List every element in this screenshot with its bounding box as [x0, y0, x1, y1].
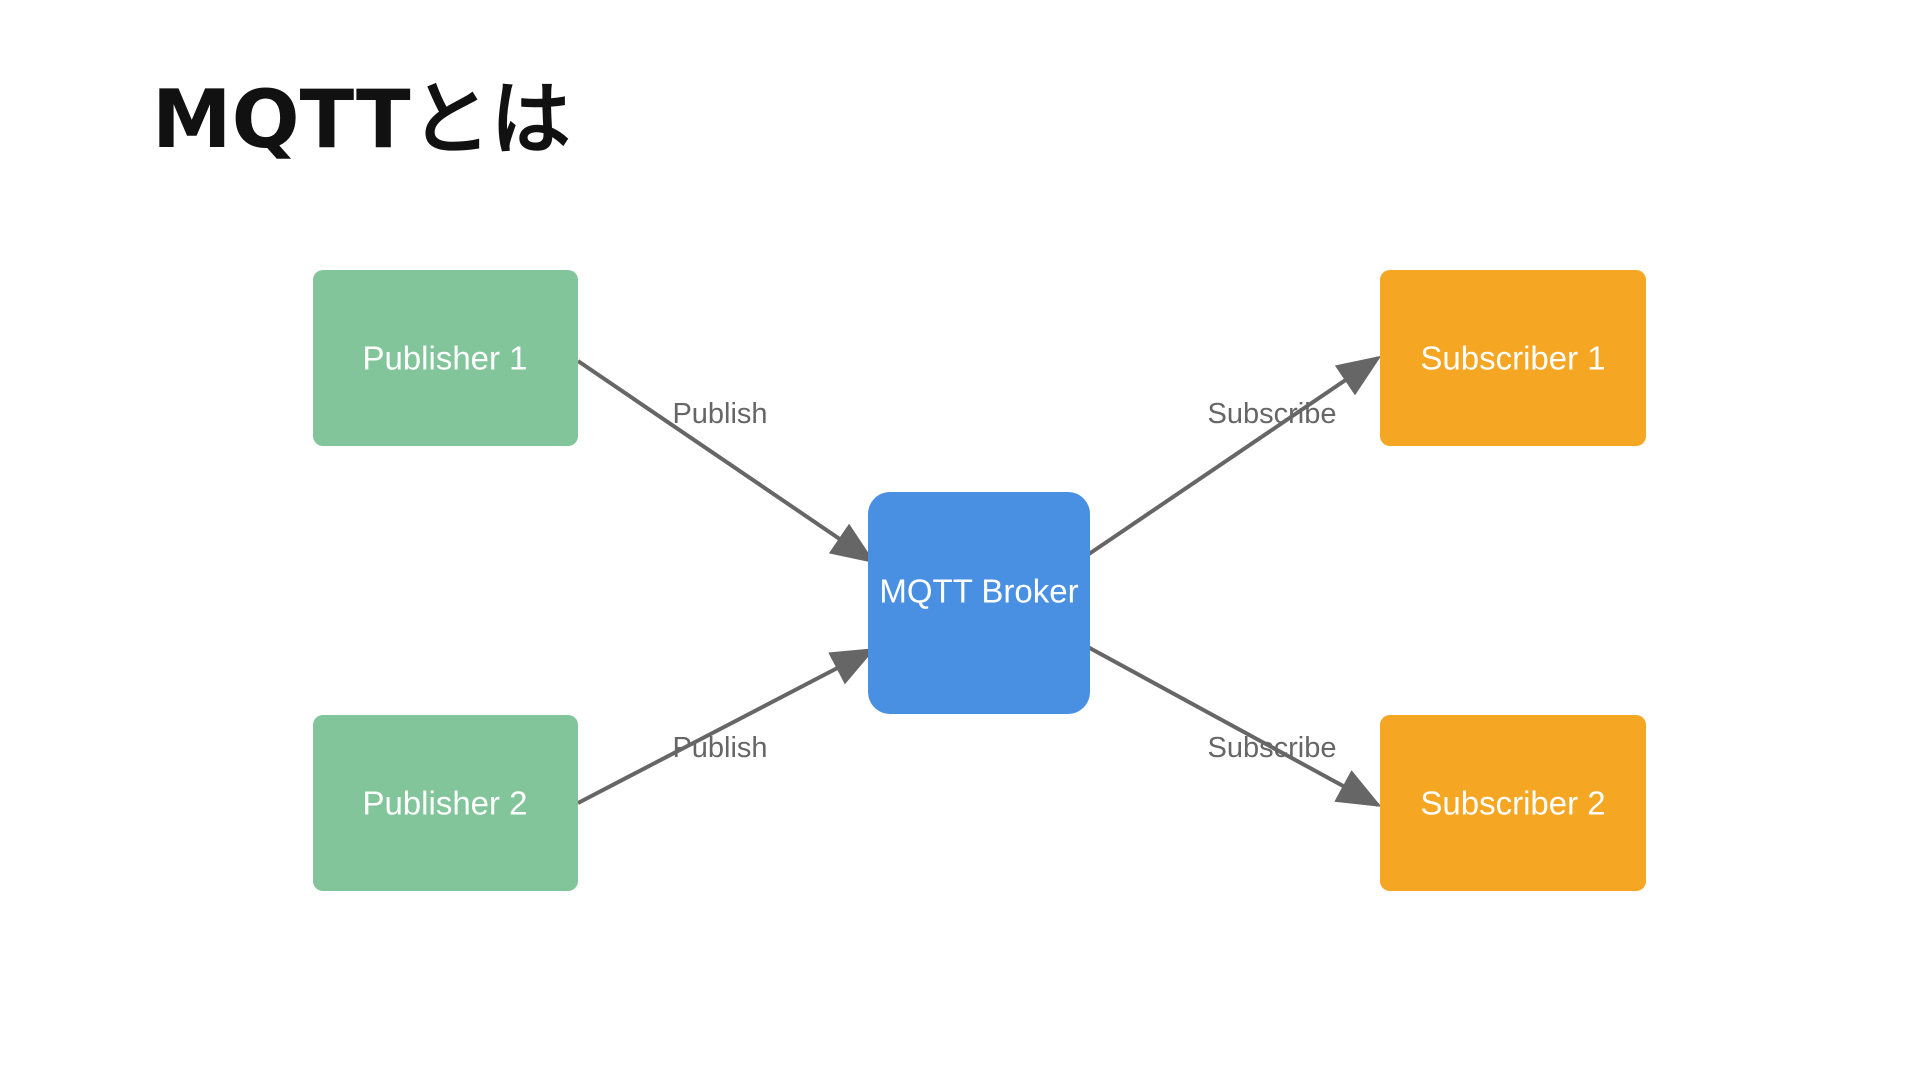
- edge-label-subscribe-1: Subscribe: [1208, 398, 1337, 430]
- node-publisher1: Publisher 1: [313, 270, 578, 446]
- subscriber2-label: Subscriber 2: [1420, 785, 1605, 822]
- slide-title: MQTTとは: [152, 73, 571, 166]
- edge-label-publish-1: Publish: [672, 398, 767, 430]
- publisher1-label: Publisher 1: [362, 340, 527, 377]
- node-subscriber1: Subscriber 1: [1380, 270, 1646, 446]
- edge-label-publish-2: Publish: [672, 732, 767, 764]
- publisher2-label: Publisher 2: [362, 785, 527, 822]
- broker-label: MQTT Broker: [879, 573, 1078, 610]
- edge-labels: Publish Publish Subscribe Subscribe: [672, 398, 1336, 764]
- subscriber2-box: [1380, 715, 1646, 891]
- edge-broker-subscriber1: [1084, 355, 1382, 558]
- edges: [576, 355, 1382, 807]
- publisher2-box: [313, 715, 578, 891]
- publisher1-box: [313, 270, 578, 446]
- subscriber1-label: Subscriber 1: [1420, 340, 1605, 377]
- node-subscriber2: Subscriber 2: [1380, 715, 1646, 891]
- edge-broker-subscriber2: [1085, 644, 1382, 807]
- edge-publisher1-broker: [576, 359, 876, 564]
- edge-label-subscribe-2: Subscribe: [1208, 732, 1337, 764]
- broker-box: [868, 492, 1090, 714]
- subscriber1-box: [1380, 270, 1646, 446]
- edge-publisher2-broker: [577, 648, 876, 805]
- node-broker: MQTT Broker: [868, 492, 1090, 714]
- node-publisher2: Publisher 2: [313, 715, 578, 891]
